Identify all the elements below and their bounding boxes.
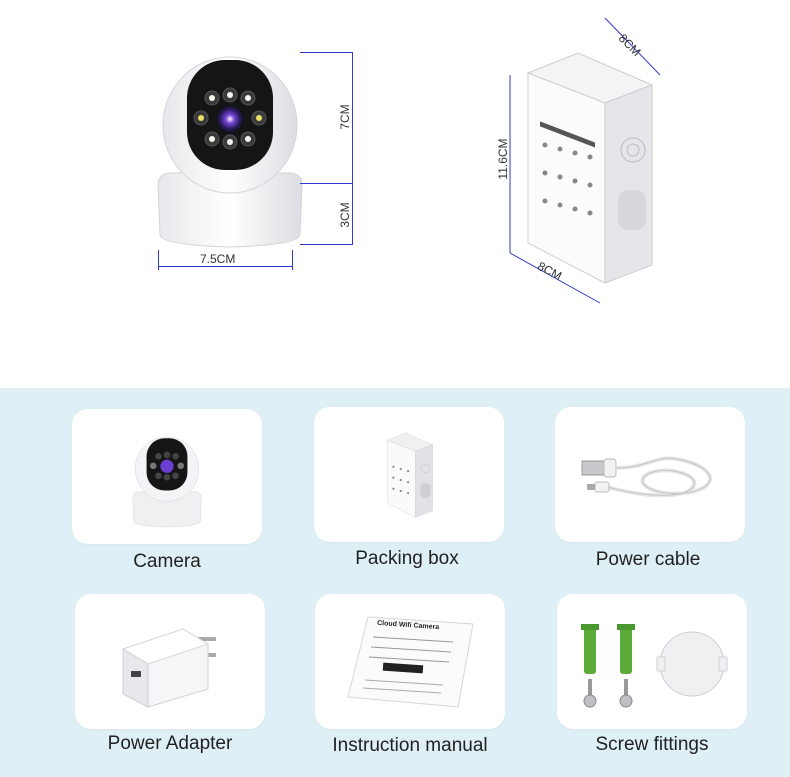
camera-width-label: 7.5CM [200,252,236,266]
power-adapter-icon [121,628,216,708]
screw-fittings-card [557,594,747,729]
camera-width-line [158,266,293,267]
packing-box-caption: Packing box [355,548,459,569]
camera-caption: Camera [133,551,201,572]
camera-width-left-tick [158,250,159,270]
box-icon [386,432,434,518]
power-adapter-card [75,594,265,729]
camera-card [72,409,262,544]
camera-image [157,56,303,248]
packing-box-card [314,407,504,542]
power-cable-card [555,407,745,542]
screw-fittings-caption: Screw fittings [595,734,709,755]
camera-icon [132,436,202,528]
usb-cable-icon [581,456,713,498]
camera-bottom-tick [300,244,353,245]
box-image [509,17,661,304]
dimensions-section: 7CM 3CM 7.5CM 8CM 11.6CM 8CM [0,0,790,388]
screw-icon [581,624,728,708]
instruction-manual-caption: Instruction manual [332,735,488,756]
manual-icon [347,616,474,708]
camera-top-tick [300,52,353,53]
box-height-label: 11.6CM [496,138,510,180]
camera-height-line [352,52,353,244]
camera-width-right-tick [292,250,293,270]
instruction-manual-card: Cloud Wifi Camera [315,594,505,729]
camera-top-height-label: 7CM [338,104,352,130]
power-cable-caption: Power cable [595,549,701,570]
power-adapter-caption: Power Adapter [107,733,233,754]
camera-base-height-label: 3CM [338,202,352,228]
camera-mid-tick [300,183,353,184]
